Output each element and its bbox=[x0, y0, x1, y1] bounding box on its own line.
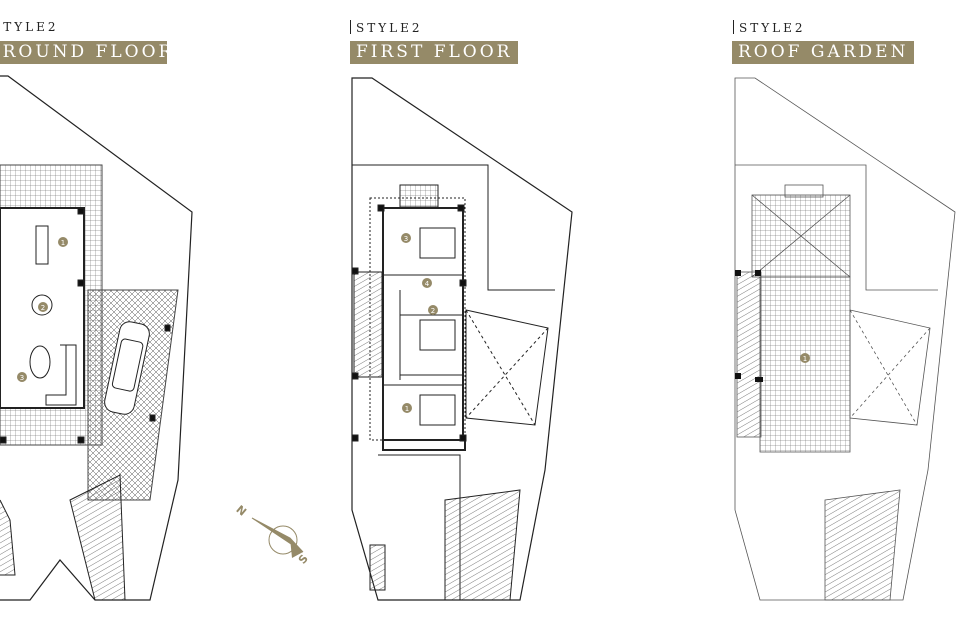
room-number-3: 3 bbox=[401, 233, 411, 243]
coffee-table bbox=[29, 345, 51, 379]
south-label: S bbox=[296, 552, 311, 566]
north-label: N bbox=[233, 503, 248, 519]
room-number-2: 2 bbox=[428, 305, 438, 315]
svg-text:3: 3 bbox=[20, 374, 24, 382]
svg-text:4: 4 bbox=[425, 280, 430, 288]
bed bbox=[419, 227, 456, 259]
first-floor-title: FIRST FLOOR bbox=[350, 41, 519, 64]
roof-garden-title: ROOF GARDEN bbox=[732, 41, 915, 64]
svg-text:2: 2 bbox=[41, 304, 45, 312]
bed bbox=[419, 394, 456, 426]
roof-style-label: STYLE2 bbox=[733, 20, 806, 35]
car-icon bbox=[104, 321, 150, 415]
room-number-3: 3 bbox=[17, 372, 27, 382]
bed bbox=[419, 319, 456, 351]
ground-style-label: STYLE2 bbox=[0, 20, 59, 34]
room-number-2: 2 bbox=[38, 302, 48, 312]
svg-text:1: 1 bbox=[803, 355, 807, 363]
svg-text:2: 2 bbox=[431, 307, 435, 315]
svg-text:1: 1 bbox=[61, 239, 65, 247]
balcony bbox=[399, 184, 439, 208]
compass-icon: N S bbox=[233, 503, 310, 567]
first-style-label: STYLE2 bbox=[350, 20, 423, 35]
room-number-4: 4 bbox=[422, 278, 432, 288]
sofa bbox=[45, 344, 77, 406]
room-number-1: 1 bbox=[58, 237, 68, 247]
divider bbox=[350, 20, 351, 34]
roof-terrace bbox=[759, 276, 851, 453]
first-floor-plan: 1 2 3 4 bbox=[351, 77, 573, 601]
kitchen-island bbox=[35, 225, 49, 265]
room-number-1: 1 bbox=[800, 353, 810, 363]
dining-table bbox=[31, 294, 53, 316]
staircase bbox=[736, 271, 762, 438]
staircase bbox=[353, 271, 383, 378]
divider bbox=[733, 20, 734, 34]
roof-garden-plan: 1 bbox=[734, 77, 956, 601]
room-number-1: 1 bbox=[402, 403, 412, 413]
ramp bbox=[69, 474, 126, 601]
ground-floor-plan: 1 2 3 bbox=[0, 75, 193, 601]
void bbox=[465, 309, 549, 426]
svg-text:3: 3 bbox=[404, 235, 408, 243]
svg-text:1: 1 bbox=[405, 405, 409, 413]
ground-floor-title: GROUND FLOOR bbox=[0, 41, 171, 64]
